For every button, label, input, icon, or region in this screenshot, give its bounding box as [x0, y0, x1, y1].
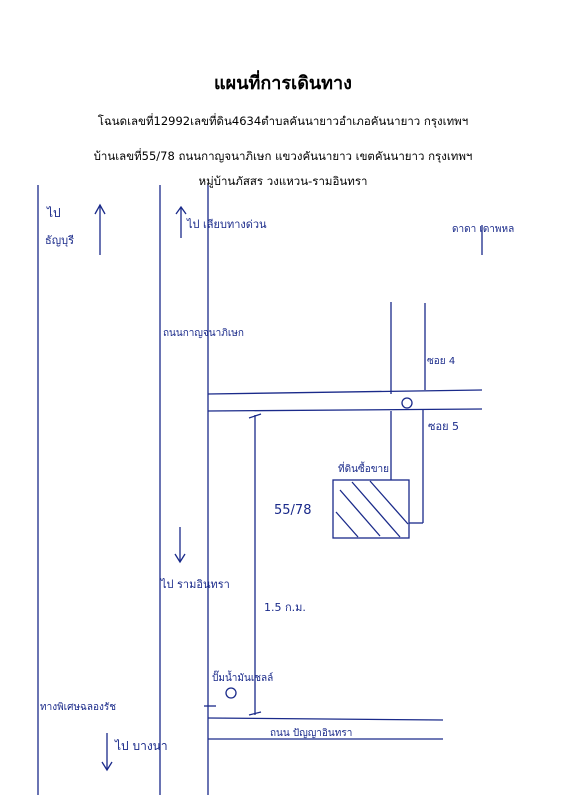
label-land: ที่ดินซื้อขาย — [338, 461, 389, 475]
landmark-marker — [225, 687, 237, 699]
arrow-down-left-head — [101, 761, 113, 772]
land-plot — [332, 479, 410, 539]
label-distance: 1.5 ก.ม. — [264, 601, 306, 614]
label-to-left-top-place: ธัญบุรี — [45, 234, 74, 247]
village-info: หมู่บ้านภัสสร วงแหวน-รามอินทรา — [198, 174, 368, 188]
document-title: แผนที่การเดินทาง — [214, 73, 352, 94]
label-to-left-top: ไป — [46, 206, 61, 220]
label-expressway: ทางพิเศษฉลองรัช — [40, 702, 116, 713]
distance-tick-bottom — [248, 711, 262, 716]
hatch-3 — [369, 480, 409, 525]
hatch-2 — [351, 481, 401, 538]
soi-road-top — [207, 389, 483, 395]
label-main-road: ถนนกาญจนาภิเษก — [163, 328, 244, 339]
label-to-road-top: ไป เลียบทางด่วน — [186, 218, 267, 231]
arrow-up-main-head — [175, 205, 187, 215]
soi-road-bottom — [207, 408, 483, 412]
bottom-road-top — [207, 717, 444, 721]
label-to-ramintra: ไป รามอินทรา — [160, 578, 230, 591]
label-bottom-road: ถนน ปัญญาอินทรา — [270, 728, 352, 739]
label-landmark: ปั๊มน้ำมันเชลล์ — [212, 670, 273, 684]
arrow-down-main-head — [174, 553, 186, 564]
soi-marker — [401, 397, 413, 409]
label-soi5: ซอย 5 — [428, 420, 459, 433]
label-to-bottom-left: ไป บางนา — [114, 739, 168, 753]
label-house-no: 55/78 — [274, 503, 311, 518]
hatch-4 — [335, 511, 359, 538]
address-info: บ้านเลขที่55/78 ถนนกาญจนาภิเษก แขวงคันนา… — [93, 149, 473, 163]
label-corner-top-right: ดาดา เดาพหล — [452, 224, 514, 235]
label-soi4: ซอย 4 — [427, 356, 455, 367]
deed-info: โฉนดเลขที่12992เลขที่ดิน4634ตำบลคันนายาว… — [97, 114, 469, 128]
distance-tick-top — [248, 413, 262, 419]
hatch-1 — [339, 489, 381, 537]
arrow-up-left-head — [94, 203, 106, 215]
